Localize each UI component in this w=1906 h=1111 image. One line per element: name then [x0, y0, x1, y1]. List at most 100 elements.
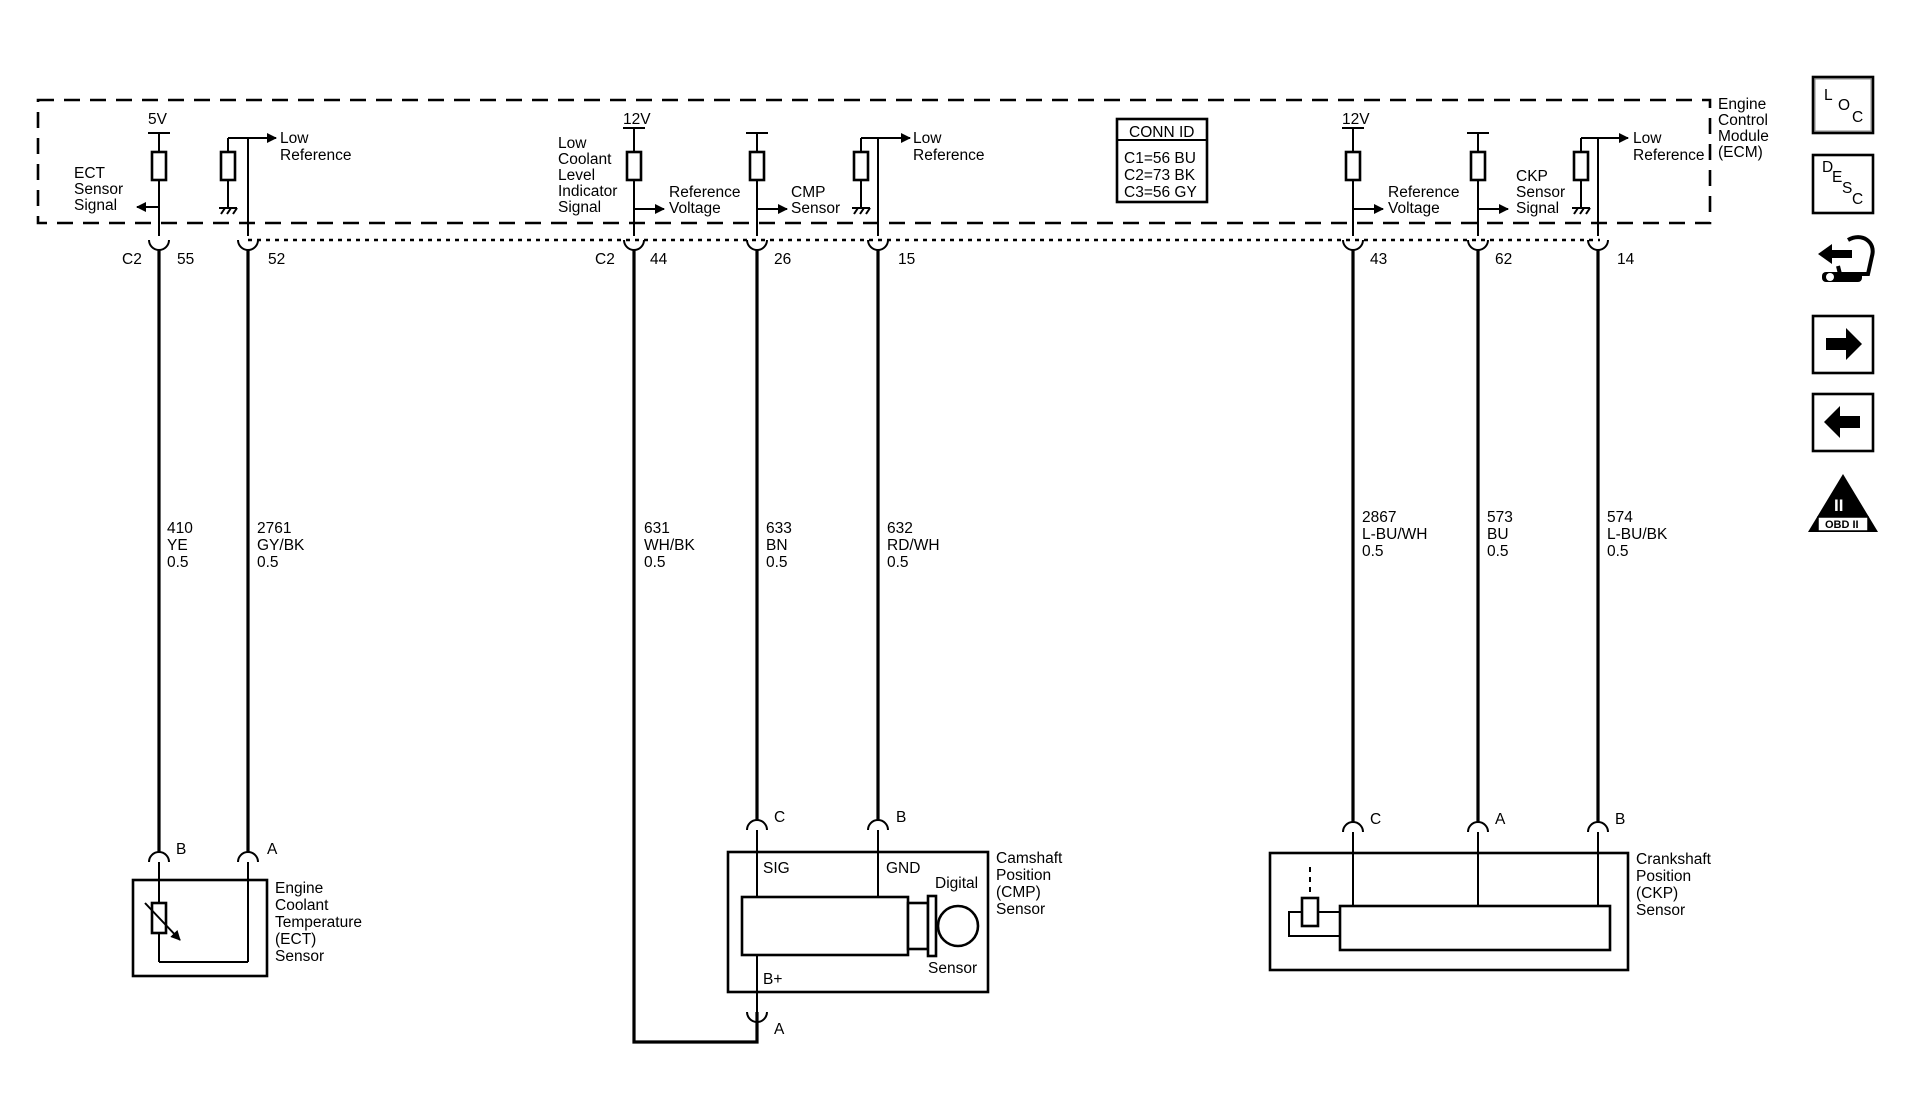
svg-text:Position: Position	[996, 867, 1051, 884]
ect-circuit	[131, 132, 277, 978]
pin-62: 62	[1495, 251, 1512, 268]
svg-text:410: 410	[167, 520, 193, 537]
svg-text:0.5: 0.5	[1362, 543, 1384, 560]
ecm-label: Engine Control Module (ECM)	[1718, 96, 1769, 161]
svg-text:Sensor: Sensor	[275, 948, 324, 965]
svg-text:D: D	[1822, 159, 1833, 176]
pin-26: 26	[774, 251, 791, 268]
pin-14: 14	[1617, 251, 1635, 268]
cmp-sensor-ecm-label: CMP Sensor	[791, 184, 840, 217]
svg-text:CMP: CMP	[791, 184, 825, 201]
right-arrow-icon	[1826, 328, 1862, 360]
svg-text:0.5: 0.5	[257, 554, 279, 571]
pin-52: 52	[268, 251, 285, 268]
ecm-boundary	[36, 98, 1712, 225]
svg-text:GY/BK: GY/BK	[257, 537, 305, 554]
location-button[interactable]: L O C	[1811, 75, 1875, 135]
svg-text:Reference: Reference	[1388, 184, 1460, 201]
svg-text:Position: Position	[1636, 868, 1691, 885]
svg-text:WH/BK: WH/BK	[644, 537, 695, 554]
svg-text:Temperature: Temperature	[275, 914, 362, 931]
ckp-12v-label: 12V	[1342, 111, 1370, 128]
svg-text:C1=56 BU: C1=56 BU	[1124, 150, 1196, 167]
ect-5v-label: 5V	[148, 111, 168, 128]
wire-633-label: 633 BN 0.5	[766, 520, 792, 571]
svg-text:573: 573	[1487, 509, 1513, 526]
svg-text:2761: 2761	[257, 520, 291, 537]
svg-text:C3=56 GY: C3=56 GY	[1124, 184, 1197, 201]
pin-c2-mid: C2	[595, 251, 615, 268]
wire-410-label: 410 YE 0.5	[167, 520, 193, 571]
svg-text:Reference: Reference	[669, 184, 741, 201]
svg-text:Camshaft: Camshaft	[996, 850, 1063, 867]
ckp-pin-b: B	[1615, 811, 1625, 828]
cmp-digital-label: Digital	[935, 875, 978, 892]
svg-text:631: 631	[644, 520, 670, 537]
svg-text:RD/WH: RD/WH	[887, 537, 940, 554]
svg-text:S: S	[1842, 180, 1852, 197]
svg-text:C2=73 BK: C2=73 BK	[1124, 167, 1196, 184]
wire-573-label: 573 BU 0.5	[1487, 509, 1513, 560]
svg-text:0.5: 0.5	[887, 554, 909, 571]
cmp-pin-c: C	[774, 809, 785, 826]
svg-text:Low: Low	[913, 130, 942, 147]
low-reference-label-2: Low Reference	[913, 130, 985, 164]
ect-sensor-label: Engine Coolant Temperature (ECT) Sensor	[275, 880, 362, 965]
svg-text:574: 574	[1607, 509, 1633, 526]
svg-text:OBD II: OBD II	[1825, 519, 1859, 531]
svg-text:Signal: Signal	[558, 199, 601, 216]
svg-text:Sensor: Sensor	[791, 200, 840, 217]
svg-text:ECT: ECT	[74, 165, 106, 182]
low-reference-label-3: Low Reference	[1633, 130, 1705, 164]
cmp-sensor-label: Camshaft Position (CMP) Sensor	[996, 850, 1063, 918]
svg-text:L: L	[1824, 87, 1833, 104]
cmp-bplus-label: B+	[763, 971, 782, 988]
description-button[interactable]: D E S C	[1811, 153, 1875, 215]
wire-574-label: 574 L-BU/BK 0.5	[1607, 509, 1668, 560]
svg-text:Reference: Reference	[913, 147, 985, 164]
svg-text:O: O	[1838, 97, 1850, 114]
svg-text:Sensor: Sensor	[74, 181, 123, 198]
svg-text:C: C	[1852, 191, 1863, 208]
pin-44: 44	[650, 251, 668, 268]
svg-text:Coolant: Coolant	[275, 897, 329, 914]
svg-text:Signal: Signal	[74, 197, 117, 214]
svg-text:Engine: Engine	[275, 880, 323, 897]
svg-text:(CKP): (CKP)	[1636, 885, 1678, 902]
ect-pin-a: A	[267, 841, 278, 858]
svg-text:Control: Control	[1718, 112, 1768, 129]
reference-voltage-label-1: Reference Voltage	[669, 184, 741, 217]
svg-text:(ECT): (ECT)	[275, 931, 316, 948]
cool-12v-label: 12V	[623, 111, 651, 128]
next-arrow-button[interactable]	[1811, 314, 1875, 375]
wire-2761-label: 2761 GY/BK 0.5	[257, 520, 305, 571]
svg-text:2867: 2867	[1362, 509, 1396, 526]
svg-text:Voltage: Voltage	[669, 200, 721, 217]
svg-text:0.5: 0.5	[766, 554, 788, 571]
wire-631-label: 631 WH/BK 0.5	[644, 520, 695, 571]
low-reference-label-1: Low Reference	[280, 130, 352, 164]
svg-text:CKP: CKP	[1516, 168, 1548, 185]
svg-text:Signal: Signal	[1516, 200, 1559, 217]
svg-text:Reference: Reference	[280, 147, 352, 164]
svg-text:Coolant: Coolant	[558, 151, 612, 168]
obd-ii-button[interactable]: II OBD II	[1808, 474, 1878, 532]
connector-end-view-icon[interactable]	[1818, 235, 1875, 282]
cmp-circuit	[623, 127, 990, 1044]
cmp-sensor-inner-label: Sensor	[928, 960, 977, 977]
ect-signal-label: ECT Sensor Signal	[74, 165, 123, 214]
svg-text:632: 632	[887, 520, 913, 537]
svg-text:Engine: Engine	[1718, 96, 1766, 113]
svg-text:II: II	[1834, 496, 1843, 515]
svg-text:Module: Module	[1718, 128, 1769, 145]
ckp-pin-a: A	[1495, 811, 1506, 828]
wire-632-label: 632 RD/WH 0.5	[887, 520, 940, 571]
svg-text:0.5: 0.5	[1487, 543, 1509, 560]
conn-id-box: CONN ID C1=56 BU C2=73 BK C3=56 GY	[1115, 117, 1209, 204]
ckp-signal-label: CKP Sensor Signal	[1516, 168, 1565, 217]
svg-text:633: 633	[766, 520, 792, 537]
svg-text:0.5: 0.5	[644, 554, 666, 571]
previous-arrow-button[interactable]	[1811, 392, 1875, 453]
svg-text:Indicator: Indicator	[558, 183, 617, 200]
